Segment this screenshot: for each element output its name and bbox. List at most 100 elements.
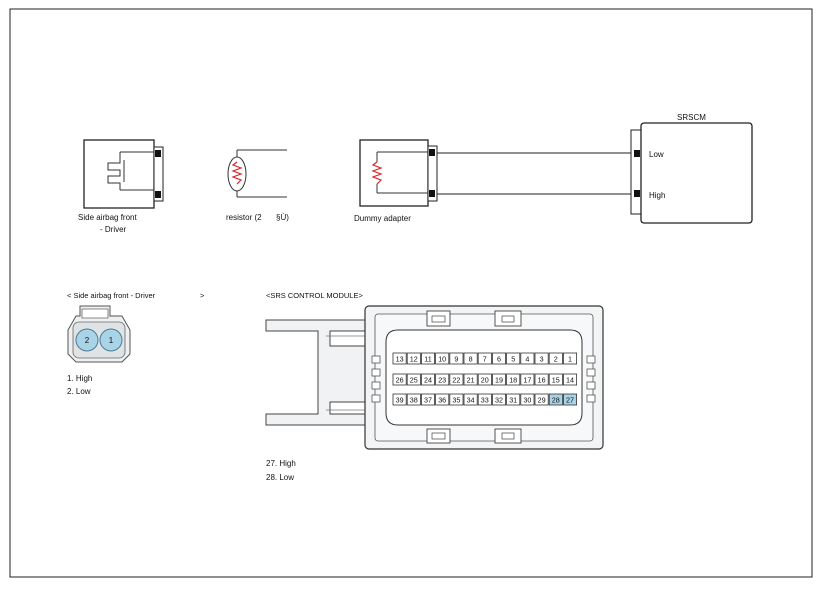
srs-pin-34: 34 xyxy=(463,393,478,406)
srscm-high-label: High xyxy=(649,191,665,200)
srs-pin-label: 21 xyxy=(467,375,475,384)
srs-pin-label: 14 xyxy=(566,375,574,384)
srs-pin-label: 29 xyxy=(538,395,546,404)
srs-pin-39: 39 xyxy=(392,393,407,406)
srs-pin-13: 13 xyxy=(392,352,407,365)
srs-pin-label: 11 xyxy=(424,354,431,363)
srs-pin-14: 14 xyxy=(563,373,578,386)
srs-legend-1: 27. High xyxy=(266,459,296,468)
dummy-adapter-label: Dummy adapter xyxy=(354,214,411,223)
srs-pin-label: 31 xyxy=(509,395,517,404)
srs-pin-label: 2 xyxy=(554,354,558,363)
srs-pin-label: 34 xyxy=(467,395,475,404)
srs-pin-label: 3 xyxy=(540,354,544,363)
srs-pin-32: 32 xyxy=(491,393,506,406)
srscm-symbol xyxy=(630,122,753,224)
srs-pin-36: 36 xyxy=(435,393,450,406)
srs-pin-6: 6 xyxy=(491,352,506,365)
srs-pin-label: 5 xyxy=(511,354,515,363)
srs-pin-label: 33 xyxy=(481,395,489,404)
srs-pin-1: 1 xyxy=(563,352,578,365)
srs-pin-label: 13 xyxy=(396,354,404,363)
srs-pin-label: 24 xyxy=(424,375,432,384)
srs-pin-3: 3 xyxy=(534,352,549,365)
srs-pin-22: 22 xyxy=(449,373,464,386)
srs-pin-label: 15 xyxy=(552,375,560,384)
srs-pin-10: 10 xyxy=(435,352,450,365)
srs-pin-37: 37 xyxy=(420,393,435,406)
resistor-symbol xyxy=(227,149,287,198)
srs-pin-5: 5 xyxy=(506,352,521,365)
srs-pin-11: 11 xyxy=(420,352,435,365)
srs-pin-label: 32 xyxy=(495,395,503,404)
srs-pin-label: 6 xyxy=(497,354,501,363)
srs-pin-4: 4 xyxy=(520,352,535,365)
srs-pin-label: 1 xyxy=(568,354,572,363)
srs-pin-label: 9 xyxy=(454,354,458,363)
srs-pin-12: 12 xyxy=(406,352,421,365)
srs-pin-15: 15 xyxy=(548,373,563,386)
srs-pin-label: 12 xyxy=(410,354,418,363)
srs-pin-30: 30 xyxy=(520,393,535,406)
srs-pin-9: 9 xyxy=(449,352,464,365)
srs-pin-33: 33 xyxy=(477,393,492,406)
srs-pin-38: 38 xyxy=(406,393,421,406)
side-connector-legend-1: 1. High xyxy=(67,374,92,383)
side-connector-pin-1: 1 xyxy=(99,328,123,352)
srs-pin-label: 8 xyxy=(469,354,473,363)
srs-pin-29: 29 xyxy=(534,393,549,406)
srs-pin-16: 16 xyxy=(534,373,549,386)
side-airbag-symbol xyxy=(83,139,164,209)
side-connector-legend-2: 2. Low xyxy=(67,387,91,396)
srs-pin-label: 35 xyxy=(452,395,460,404)
page-frame xyxy=(9,8,813,578)
srs-pin-27: 27 xyxy=(563,393,578,406)
srs-pin-label: 27 xyxy=(566,395,574,404)
srscm-low-label: Low xyxy=(649,150,664,159)
svg-text:1: 1 xyxy=(109,336,114,345)
srs-pin-label: 16 xyxy=(538,375,546,384)
srs-pin-21: 21 xyxy=(463,373,478,386)
srs-pin-label: 10 xyxy=(438,354,446,363)
srscm-title: SRSCM xyxy=(677,113,706,122)
srs-pin-label: 7 xyxy=(483,354,487,363)
airbag-label-line1: Side airbag front xyxy=(78,213,137,222)
srs-pin-19: 19 xyxy=(491,373,506,386)
side-connector-title: < Side airbag front - Driver xyxy=(67,291,156,300)
srs-legend-2: 28. Low xyxy=(266,473,294,482)
srs-pin-23: 23 xyxy=(435,373,450,386)
srs-pin-35: 35 xyxy=(449,393,464,406)
srs-pin-25: 25 xyxy=(406,373,421,386)
srs-pin-2: 2 xyxy=(548,352,563,365)
srs-pin-26: 26 xyxy=(392,373,407,386)
srs-pin-24: 24 xyxy=(420,373,435,386)
svg-text:2: 2 xyxy=(85,336,90,345)
srs-pin-7: 7 xyxy=(477,352,492,365)
dummy-adapter-symbol xyxy=(359,139,438,207)
resistor-label-part2: §Ù) xyxy=(276,213,289,222)
srs-pin-20: 20 xyxy=(477,373,492,386)
srs-pin-31: 31 xyxy=(506,393,521,406)
srs-pin-label: 4 xyxy=(525,354,529,363)
srs-pin-label: 20 xyxy=(481,375,489,384)
srs-pin-label: 23 xyxy=(438,375,446,384)
srs-pin-label: 38 xyxy=(410,395,418,404)
srs-pin-28: 28 xyxy=(548,393,563,406)
srs-pin-label: 18 xyxy=(509,375,517,384)
srs-pin-8: 8 xyxy=(463,352,478,365)
srs-pin-label: 39 xyxy=(396,395,404,404)
airbag-label-line2: - Driver xyxy=(100,225,127,234)
srs-pin-label: 17 xyxy=(523,375,531,384)
srs-pin-label: 28 xyxy=(552,395,560,404)
srs-pin-label: 37 xyxy=(424,395,432,404)
resistor-label-part1: resistor (2 xyxy=(226,213,262,222)
srs-pin-label: 36 xyxy=(438,395,446,404)
srs-pin-18: 18 xyxy=(506,373,521,386)
srs-module-title: <SRS CONTROL MODULE> xyxy=(266,291,363,300)
srs-pin-label: 19 xyxy=(495,375,503,384)
srs-pin-label: 25 xyxy=(410,375,418,384)
srs-pin-17: 17 xyxy=(520,373,535,386)
